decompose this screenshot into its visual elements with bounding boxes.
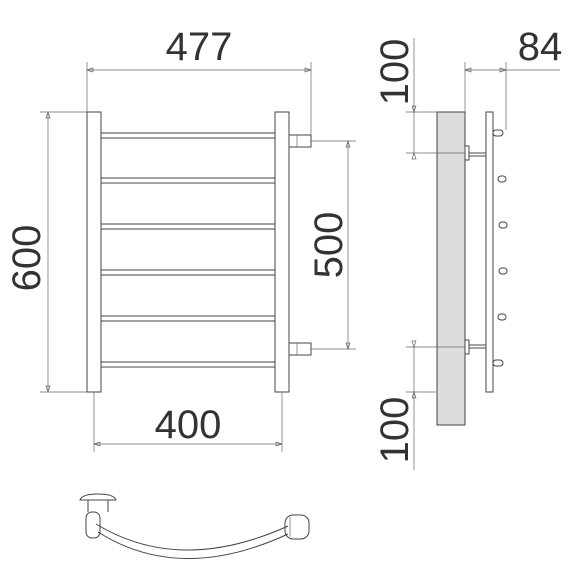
axis-spacing-label: 500	[307, 212, 351, 279]
bottom-nozzle	[288, 342, 312, 356]
dimension-overall-height: 600	[5, 110, 87, 394]
bottom-offset-label: 100	[373, 397, 417, 464]
dimension-wall-offset: 84	[463, 25, 563, 130]
bottom-bracket	[464, 339, 486, 355]
rung	[100, 315, 276, 322]
rung	[100, 177, 276, 184]
rung	[100, 361, 276, 368]
left-post	[86, 111, 102, 393]
curved-rail-bottom	[97, 531, 289, 559]
wall-section	[436, 111, 466, 426]
rung	[100, 132, 276, 139]
wall-offset-label: 84	[518, 25, 563, 69]
dimension-overall-width: 477	[85, 25, 313, 135]
curved-rail-top	[95, 523, 289, 551]
top-bracket	[464, 145, 486, 161]
top-nozzle	[288, 134, 312, 148]
top-offset-label: 100	[373, 39, 417, 106]
overall-height-label: 600	[5, 225, 49, 292]
wall-flange	[79, 493, 117, 501]
overall-width-label: 477	[166, 25, 233, 69]
rung-ends	[492, 129, 508, 367]
dimension-top-offset: 100	[373, 38, 465, 160]
rung	[100, 269, 276, 276]
side-view: 84 100 100	[373, 25, 562, 470]
dimension-axis-spacing: 500	[307, 139, 356, 351]
left-end	[85, 511, 101, 539]
dimension-inner-width: 400	[92, 392, 284, 452]
front-view: 477 600 500 400	[5, 25, 356, 452]
right-post	[274, 111, 290, 393]
rungs	[100, 132, 276, 368]
top-view	[79, 493, 310, 559]
inner-width-label: 400	[155, 403, 222, 447]
dimension-bottom-offset: 100	[373, 340, 465, 470]
right-end	[284, 514, 310, 540]
heater-side-profile	[485, 111, 494, 393]
rung	[100, 223, 276, 230]
